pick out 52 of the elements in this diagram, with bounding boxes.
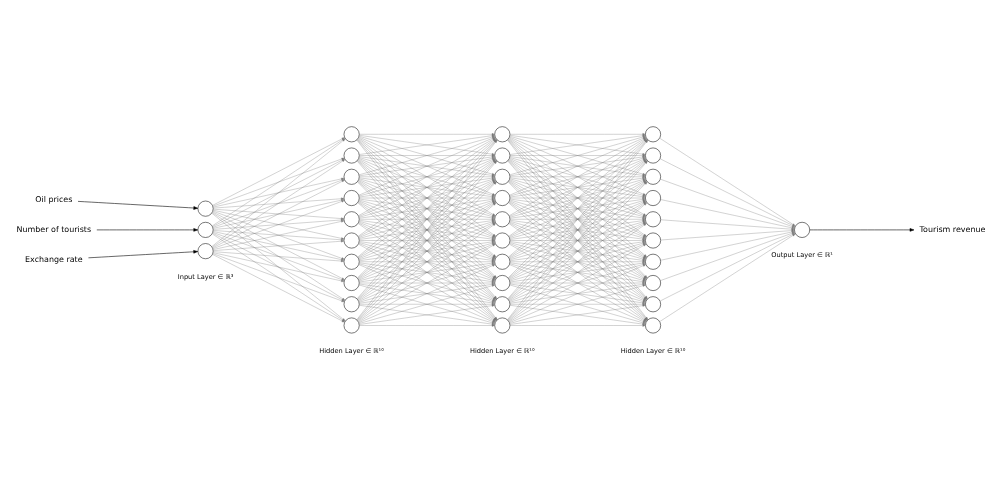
arrow xyxy=(359,175,495,178)
arrow xyxy=(509,323,646,327)
node-circle xyxy=(197,242,214,259)
arrow xyxy=(660,198,795,229)
arrow xyxy=(213,197,345,208)
arrow xyxy=(359,219,495,240)
arrow xyxy=(509,196,646,199)
arrow xyxy=(509,302,646,305)
arrow xyxy=(509,175,646,178)
arrow xyxy=(213,251,345,262)
arrow xyxy=(660,219,795,230)
arrow xyxy=(212,211,346,300)
arrow xyxy=(212,232,345,301)
arrow xyxy=(359,196,495,199)
arrow xyxy=(213,209,345,239)
arrow xyxy=(359,238,495,242)
arrow xyxy=(659,137,796,226)
arrow xyxy=(213,252,345,282)
arrow xyxy=(213,198,345,229)
arrow xyxy=(359,132,495,135)
arrow xyxy=(659,158,796,227)
arrow xyxy=(509,260,646,263)
arrow xyxy=(509,153,646,157)
arrow xyxy=(359,323,495,327)
arrow xyxy=(509,240,646,261)
arrow xyxy=(509,281,646,284)
arrow xyxy=(212,252,345,302)
node-circle xyxy=(197,221,214,238)
arrow xyxy=(213,219,345,250)
arrow xyxy=(213,239,345,251)
arrow xyxy=(213,208,345,220)
arrow xyxy=(509,217,646,220)
arrow xyxy=(809,227,915,232)
arrow xyxy=(88,249,198,258)
node-circle xyxy=(197,200,214,217)
arrow xyxy=(359,260,495,263)
arrow xyxy=(359,281,495,284)
arrow xyxy=(359,302,495,305)
arrow xyxy=(96,227,198,232)
arrow xyxy=(212,199,345,249)
arrow xyxy=(213,230,345,261)
arrow xyxy=(212,210,345,259)
arrow xyxy=(509,238,646,242)
arrow xyxy=(509,132,646,135)
arrow xyxy=(213,218,345,230)
arrow xyxy=(359,153,495,157)
arrow xyxy=(660,178,795,228)
arrow xyxy=(213,229,345,241)
arrow xyxy=(359,217,495,220)
arrow xyxy=(212,211,345,280)
arrow xyxy=(77,200,199,210)
arrow xyxy=(212,231,345,281)
